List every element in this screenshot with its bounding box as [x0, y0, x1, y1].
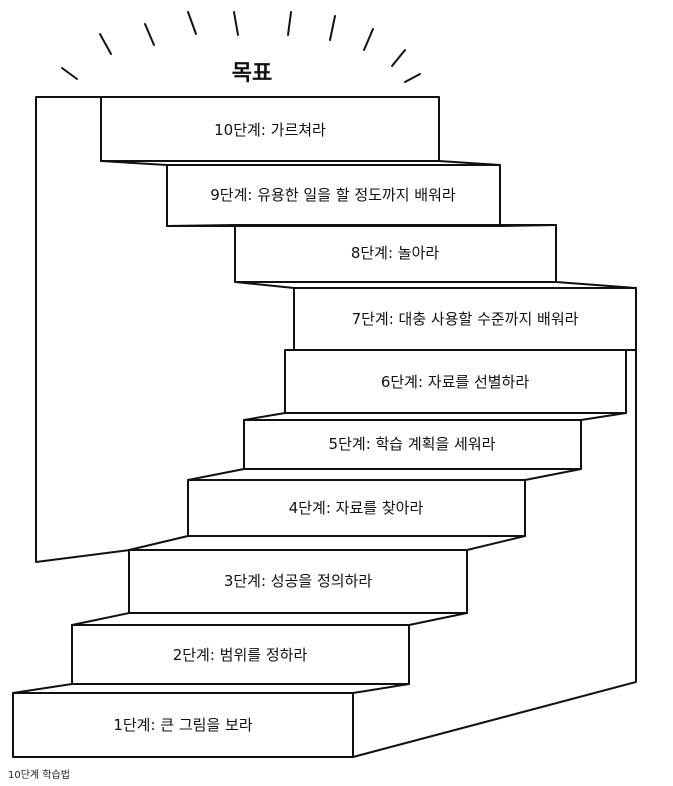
step-label-1: 1단계: 큰 그림을 보라: [113, 716, 253, 734]
step-label-10: 10단계: 가르쳐라: [214, 121, 326, 139]
step-label-3: 3단계: 성공을 정의하라: [224, 572, 373, 590]
step-label-9: 9단계: 유용한 일을 할 정도까지 배워라: [210, 186, 456, 204]
step-riser-6: [284, 349, 627, 414]
step-label-5: 5단계: 학습 계획을 세워라: [329, 435, 496, 453]
step-riser-3: [128, 549, 468, 614]
step-riser-5: [243, 419, 582, 470]
step-label-6: 6단계: 자료를 선별하라: [381, 373, 530, 391]
step-riser-4: [187, 479, 526, 537]
step-riser-8: [234, 224, 557, 283]
step-riser-1: [12, 692, 354, 758]
right-side-wall: [352, 287, 637, 758]
step-riser-2: [71, 624, 410, 685]
step-label-7: 7단계: 대충 사용할 수준까지 배워라: [352, 310, 579, 328]
step-label-4: 4단계: 자료를 찾아라: [289, 499, 424, 517]
step-label-2: 2단계: 범위를 정하라: [173, 646, 308, 664]
step-label-8: 8단계: 놀아라: [351, 244, 440, 262]
back-wall: [35, 96, 131, 563]
step-riser-10: [100, 96, 440, 162]
goal-burst-icon: [61, 11, 421, 83]
figure-caption: 10단계 학습법: [8, 770, 70, 781]
goal-label: 목표: [232, 61, 272, 86]
